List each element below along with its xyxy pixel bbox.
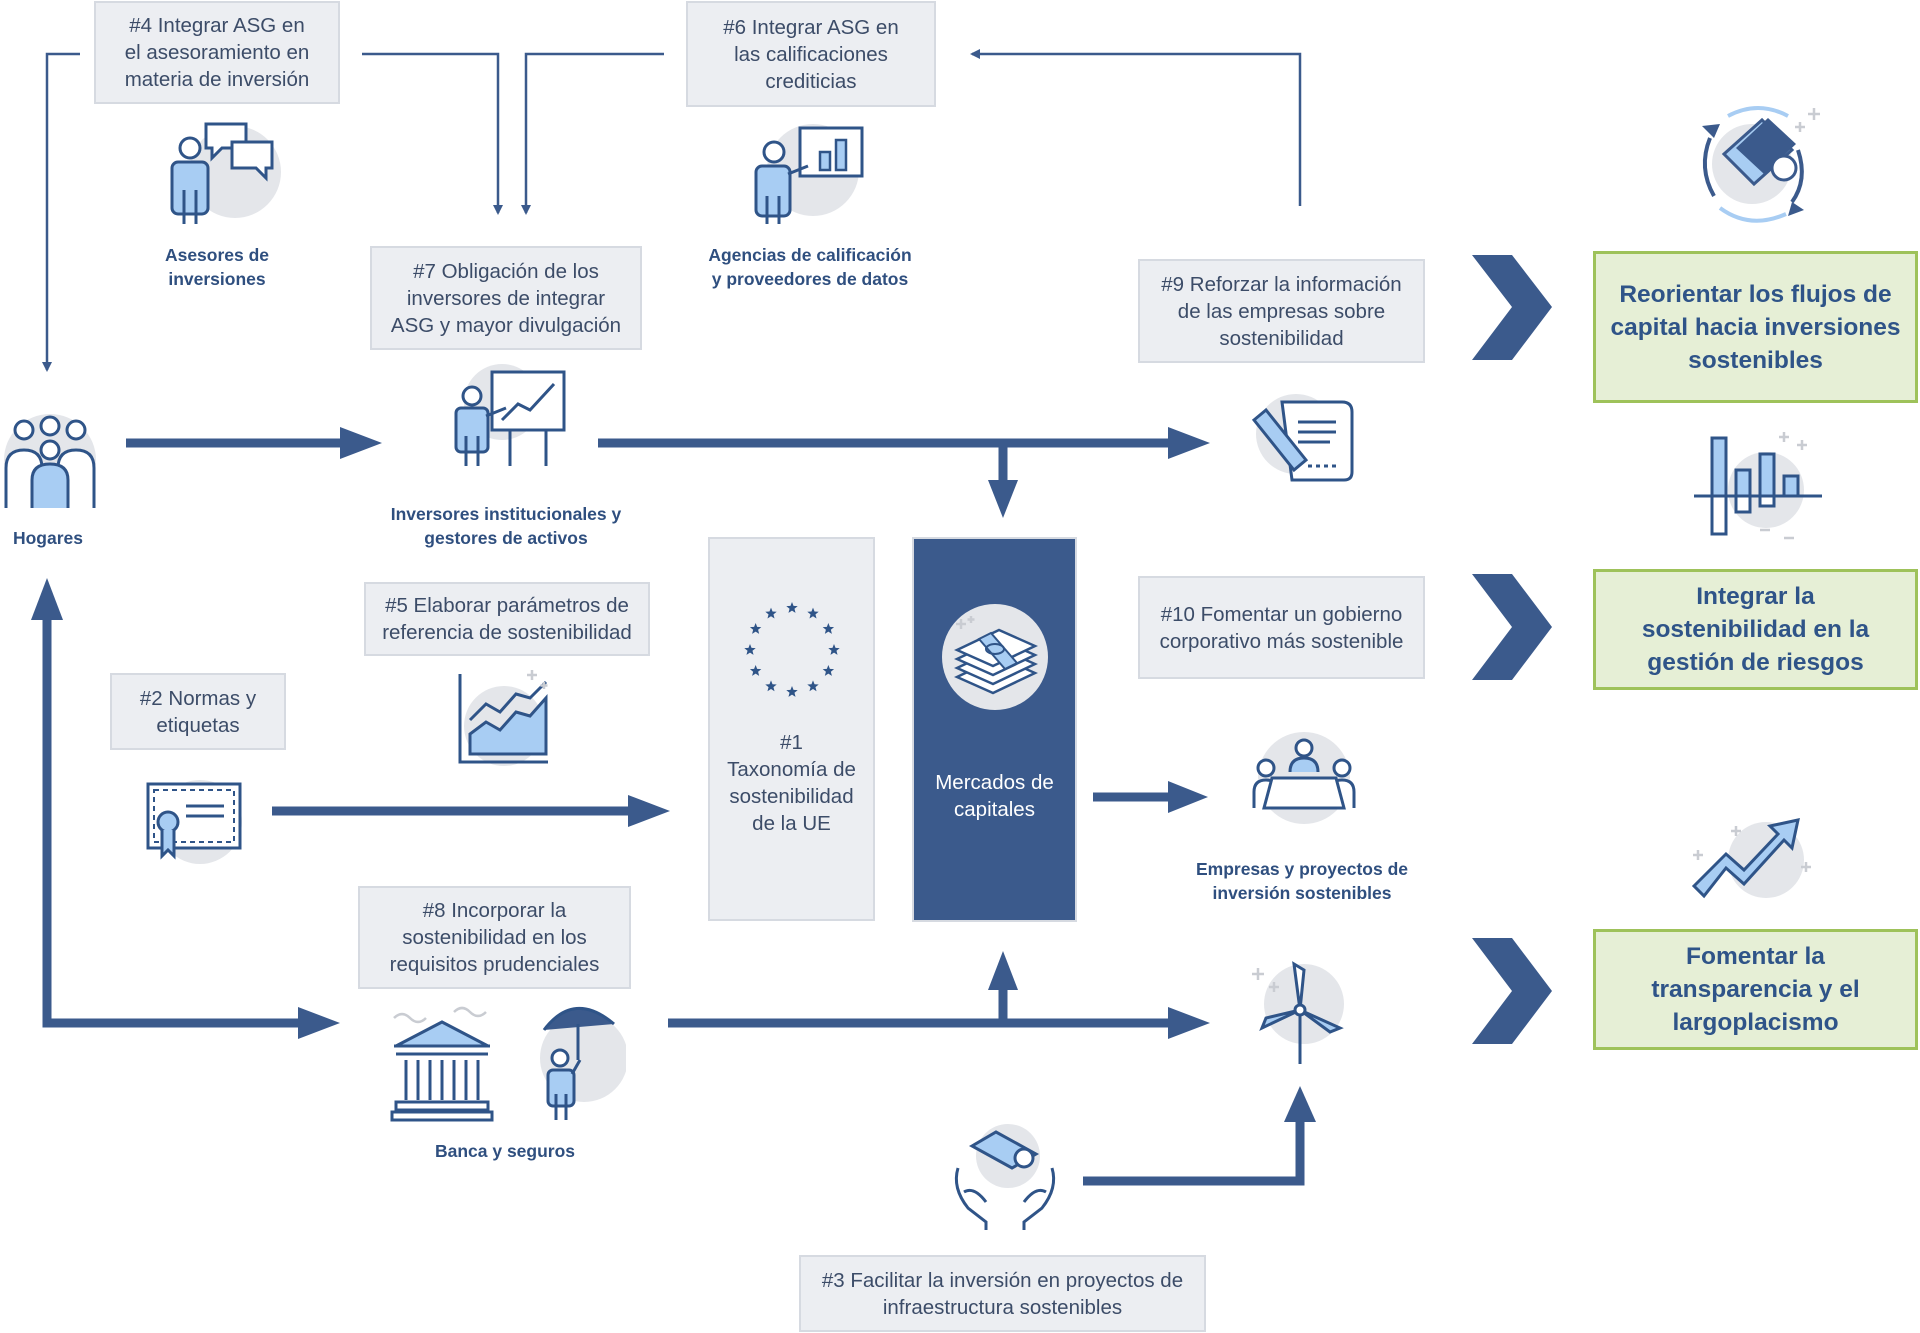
action-10-text: #10 Fomentar un gobierno corporativo más… [1159,602,1404,653]
action-3-text: #3 Facilitar la inversión en proyectos d… [821,1268,1184,1319]
flow-households-banks [42,620,300,1028]
connector-a6-institutional [521,52,664,215]
wind-turbine-icon [1252,961,1344,1064]
action-box-7: #7 Obligación de los inversores de integ… [370,246,642,350]
eu-star [828,644,840,655]
action-5-text: #5 Elaborar parámetros de referencia de … [382,594,632,644]
label-agencies: Agencias de calificación y proveedores d… [708,245,912,289]
action-box-6: #6 Integrar ASG en las calificaciones cr… [686,1,936,107]
action-6-text: #6 Integrar ASG en las calificaciones cr… [723,15,899,93]
label-households: Hogares [12,528,84,548]
flow-a3-companies [1083,1120,1305,1186]
arrowhead-institutional [340,427,382,459]
connector-a4-households [42,52,80,372]
arrowhead-banks [298,1007,340,1039]
capital-markets-box: Mercados de capitales [912,537,1077,922]
eu-star [822,623,835,634]
company-meeting-icon [1252,732,1356,824]
chevron-goal-2 [1472,574,1552,680]
label-advisors: Asesores de inversiones [164,245,270,289]
eu-star [786,602,798,613]
label-institutional: Inversores institucionales y gestores de… [390,504,622,548]
households-family-icon [4,414,96,508]
infrastructure-funding-hands-icon [954,1124,1056,1230]
action-box-10: #10 Fomentar un gobierno corporativo más… [1138,576,1425,679]
arrowhead-a9 [1168,427,1210,459]
rating-agency-presentation-icon [754,124,864,224]
arrowhead-companies [1168,781,1208,813]
investor-chart-presentation-icon [454,364,566,466]
eu-star [765,607,777,619]
arrowhead-taxonomy [628,795,670,827]
eu-star [822,665,835,676]
risk-bar-chart-icon [1694,432,1822,540]
bank-building-icon [390,1006,494,1122]
taxonomy-box: #1 Taxonomía de sostenibilidad de la UE [708,537,875,921]
action-8-text: #8 Incorporar la sostenibilidad en los r… [389,899,600,976]
goal-box-reorient-capital: Reorientar los flujos de capital hacia i… [1593,251,1918,403]
eu-stars-icon [744,602,840,697]
action-9-text: #9 Reforzar la información de las empres… [1161,272,1402,350]
benchmark-graph-icon [458,670,548,766]
goal-2-text: Integrar la sostenibilidad en la gestión… [1641,583,1870,676]
money-stack-icon [942,604,1048,710]
arrowhead-windmill [1168,1007,1210,1039]
action-box-4: #4 Integrar ASG en el asesoramiento en m… [94,1,340,104]
taxonomy-text: #1 Taxonomía de sostenibilidad de la UE [727,731,856,835]
action-box-5: #5 Elaborar parámetros de referencia de … [364,582,650,656]
arrowhead-market-bottom [988,951,1018,990]
action-2-text: #2 Normas y etiquetas [139,686,257,737]
action-7-text: #7 Obligación de los inversores de integ… [390,259,622,337]
chevron-goal-3 [1472,938,1552,1044]
eu-star [786,686,798,697]
eu-star [744,644,756,655]
insurance-umbrella-icon [540,1007,626,1120]
advisor-consulting-icon [170,122,281,224]
chevron-goal-1 [1472,255,1552,360]
goal-box-risk-management: Integrar la sostenibilidad en la gestión… [1593,569,1918,690]
label-companies: Empresas y proyectos de inversión sosten… [1195,859,1409,903]
action-box-8: #8 Incorporar la sostenibilidad en los r… [358,886,631,989]
action-box-3: #3 Facilitar la inversión en proyectos d… [799,1255,1206,1332]
eu-star [807,607,819,619]
growth-trend-arrow-icon [1691,818,1811,899]
report-signature-icon [1251,394,1354,482]
action-box-9: #9 Reforzar la información de las empres… [1138,259,1425,363]
eu-star [749,623,762,634]
label-banks: Banca y seguros [434,1141,576,1161]
goal-1-text: Reorientar los flujos de capital hacia i… [1610,280,1901,374]
action-4-text: #4 Integrar ASG en el asesoramiento en m… [124,14,310,91]
connector-a4-institutional [362,52,503,215]
certificate-label-icon [146,780,242,864]
arrowhead-households-up [31,578,63,620]
goal-box-transparency: Fomentar la transparencia y el largoplac… [1593,929,1918,1050]
capital-markets-text: Mercados de capitales [935,771,1054,821]
connector-a9-a6 [970,49,1302,206]
arrowhead-a3-up [1284,1086,1316,1122]
eu-star [765,680,777,692]
capital-flow-cycle-icon [1702,106,1820,223]
goal-3-text: Fomentar la transparencia y el largoplac… [1651,943,1860,1036]
eu-star [807,680,819,692]
eu-star [749,665,762,676]
action-box-2: #2 Normas y etiquetas [110,673,286,750]
arrowhead-market-top [988,480,1018,518]
